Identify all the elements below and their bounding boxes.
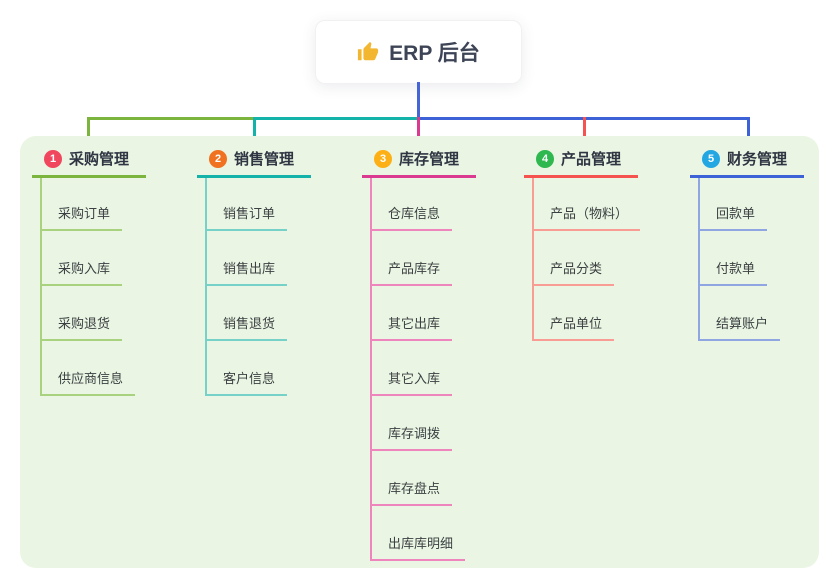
connector-drop-branch-2: [253, 117, 256, 146]
node-product-unit[interactable]: 产品单位: [534, 313, 615, 341]
branch-children: 销售订单 销售出库 销售退货 客户信息: [205, 178, 311, 396]
connector-drop-branch-1: [87, 117, 90, 146]
branch-label: 采购管理: [69, 151, 130, 168]
node-supplier-info[interactable]: 供应商信息: [42, 368, 136, 396]
branch-inventory-management: 3 库存管理 仓库信息 产品库存 其它出库 其它入库 库存调拨 库存盘点 出库库…: [362, 148, 476, 561]
branch-badge-5: 5: [702, 149, 720, 168]
list-item: 结算账户: [700, 286, 804, 341]
list-item: 销售订单: [207, 178, 311, 231]
branch-label: 财务管理: [727, 151, 788, 168]
branch-badge-1: 1: [44, 149, 62, 168]
list-item: 其它入库: [372, 341, 476, 396]
connector-drop-branch-4: [583, 117, 586, 146]
list-item: 仓库信息: [372, 178, 476, 231]
connector-h-branch-1: [87, 117, 256, 120]
list-item: 库存调拨: [372, 396, 476, 451]
branch-children: 采购订单 采购入库 采购退货 供应商信息: [40, 178, 146, 396]
node-payment-form[interactable]: 付款单: [700, 258, 768, 286]
root-node-erp[interactable]: ERP 后台: [315, 20, 522, 84]
branch-label: 产品管理: [561, 151, 622, 168]
branch-purchase-management: 1 采购管理 采购订单 采购入库 采购退货 供应商信息: [32, 148, 146, 396]
list-item: 销售出库: [207, 231, 311, 286]
node-stock-count[interactable]: 库存盘点: [372, 478, 453, 506]
node-purchase-inbound[interactable]: 采购入库: [42, 258, 123, 286]
list-item: 采购订单: [42, 178, 146, 231]
list-item: 产品（物料）: [534, 178, 641, 231]
list-item: 产品分类: [534, 231, 638, 286]
branch-badge-2: 2: [209, 149, 227, 168]
branch-children: 产品（物料） 产品分类 产品单位: [532, 178, 641, 341]
branch-title-product[interactable]: 4 产品管理: [524, 148, 638, 178]
connector-root-stem: [417, 82, 420, 118]
list-item: 库存盘点: [372, 451, 476, 506]
branch-title-purchase[interactable]: 1 采购管理: [32, 148, 146, 178]
list-item: 其它出库: [372, 286, 476, 341]
node-other-inbound[interactable]: 其它入库: [372, 368, 453, 396]
branch-badge-3: 3: [374, 149, 392, 168]
node-warehouse-info[interactable]: 仓库信息: [372, 203, 453, 231]
branches-panel: [20, 136, 819, 568]
node-purchase-return[interactable]: 采购退货: [42, 313, 123, 341]
node-product-category[interactable]: 产品分类: [534, 258, 615, 286]
list-item: 采购入库: [42, 231, 146, 286]
connector-drop-branch-3: [417, 117, 420, 146]
node-outbound-detail[interactable]: 出库库明细: [372, 533, 466, 561]
node-sales-return[interactable]: 销售退货: [207, 313, 288, 341]
branch-title-sales[interactable]: 2 销售管理: [197, 148, 311, 178]
branch-label: 库存管理: [399, 151, 460, 168]
list-item: 出库库明细: [372, 506, 476, 561]
list-item: 产品库存: [372, 231, 476, 286]
root-node-label: ERP 后台: [389, 42, 480, 65]
node-settlement-account[interactable]: 结算账户: [700, 313, 781, 341]
branch-badge-4: 4: [536, 149, 554, 168]
branch-sales-management: 2 销售管理 销售订单 销售出库 销售退货 客户信息: [197, 148, 311, 396]
branch-finance-management: 5 财务管理 回款单 付款单 结算账户: [690, 148, 804, 341]
node-sales-order[interactable]: 销售订单: [207, 203, 288, 231]
branch-title-finance[interactable]: 5 财务管理: [690, 148, 804, 178]
branch-title-inventory[interactable]: 3 库存管理: [362, 148, 476, 178]
branch-children: 回款单 付款单 结算账户: [698, 178, 804, 341]
list-item: 回款单: [700, 178, 804, 231]
thumbs-up-icon: [358, 41, 379, 61]
list-item: 采购退货: [42, 286, 146, 341]
node-stock-transfer[interactable]: 库存调拨: [372, 423, 453, 451]
list-item: 付款单: [700, 231, 804, 286]
list-item: 产品单位: [534, 286, 638, 341]
node-purchase-order[interactable]: 采购订单: [42, 203, 123, 231]
branch-label: 销售管理: [234, 151, 295, 168]
branch-children: 仓库信息 产品库存 其它出库 其它入库 库存调拨 库存盘点 出库库明细: [370, 178, 476, 561]
node-customer-info[interactable]: 客户信息: [207, 368, 288, 396]
connector-drop-branch-5: [747, 117, 750, 146]
node-other-outbound[interactable]: 其它出库: [372, 313, 453, 341]
list-item: 客户信息: [207, 341, 311, 396]
connector-h-branch-2: [253, 117, 420, 120]
node-sales-outbound[interactable]: 销售出库: [207, 258, 288, 286]
branch-product-management: 4 产品管理 产品（物料） 产品分类 产品单位: [524, 148, 641, 341]
node-product-stock[interactable]: 产品库存: [372, 258, 453, 286]
node-product-material[interactable]: 产品（物料）: [534, 203, 641, 231]
list-item: 供应商信息: [42, 341, 146, 396]
list-item: 销售退货: [207, 286, 311, 341]
node-receipt-form[interactable]: 回款单: [700, 203, 768, 231]
